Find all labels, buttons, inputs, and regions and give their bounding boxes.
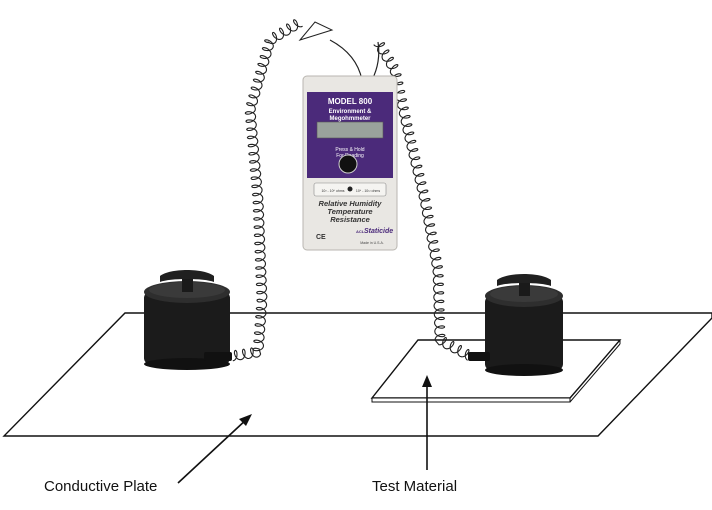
meter-desc-3: Resistance <box>330 215 370 224</box>
test-material-label: Test Material <box>372 478 458 495</box>
coiled-lead-left <box>232 19 303 362</box>
test-button[interactable] <box>338 154 358 174</box>
meter-button-text-1: Press & Hold <box>335 147 364 153</box>
meter-desc-2: Temperature <box>327 207 372 216</box>
conductive-plate <box>2 312 712 437</box>
megohmmeter: MODEL 800 Environment & Megohmmeter Pres… <box>302 75 398 251</box>
range-indicator-icon <box>347 186 353 192</box>
ce-mark: CE <box>316 234 326 241</box>
electrode-right <box>468 274 563 376</box>
coiled-lead-right <box>373 42 470 361</box>
range-low: 10³ - 10⁶ ohms <box>321 189 344 193</box>
meter-cables <box>298 21 380 81</box>
brand-prefix: ACL <box>356 229 365 234</box>
range-high: 10⁶ - 10¹² ohms <box>356 189 380 193</box>
arrow-conductive-plate <box>177 414 252 484</box>
meter-subtitle-1: Environment & <box>329 109 372 115</box>
brand-name: Staticide <box>364 228 393 235</box>
made-in: Made in U.S.A. <box>360 241 384 245</box>
meter-subtitle-2: Megohmmeter <box>329 116 371 122</box>
arrow-test-material <box>422 375 432 470</box>
electrode-left <box>144 270 232 370</box>
meter-desc-1: Relative Humidity <box>319 199 383 208</box>
conductive-plate-label: Conductive Plate <box>44 478 158 495</box>
lcd-display <box>316 121 384 139</box>
meter-model: MODEL 800 <box>328 97 373 106</box>
